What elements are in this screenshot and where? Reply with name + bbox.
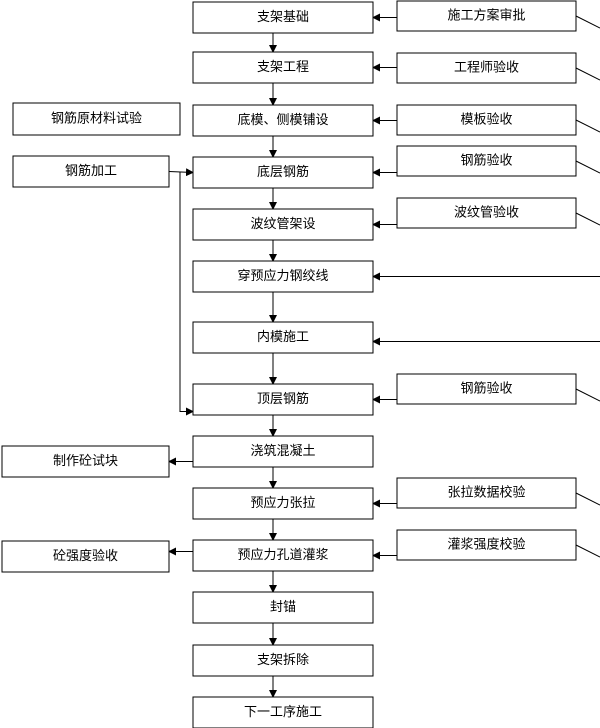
check-box-7-label: 张拉数据校验 <box>447 485 525 501</box>
rebar-process-arrow <box>168 168 194 177</box>
main-step-12-label: 封锚 <box>270 600 296 615</box>
check-box-1: 施工方案审批 <box>396 0 577 32</box>
main-step-5: 波纹管架设 <box>192 208 374 241</box>
main-step-10: 预应力张拉 <box>192 487 374 520</box>
left-box-3-frame <box>1 445 170 478</box>
check-tail-2 <box>575 67 600 81</box>
check-box-7: 张拉数据校验 <box>396 477 577 509</box>
check-tail-8 <box>575 544 600 558</box>
main-step-2-label: 支架工程 <box>257 60 309 75</box>
check-box-5-label: 波纹管验收 <box>454 205 519 221</box>
check-box-8-frame <box>396 529 577 561</box>
check-box-6: 钢筋验收 <box>396 373 577 405</box>
check-box-5: 波纹管验收 <box>396 197 577 229</box>
main-step-3-frame <box>192 104 374 137</box>
main-step-11-frame <box>192 539 374 572</box>
check-box-6-frame <box>396 373 577 405</box>
check-tail-7 <box>575 492 600 506</box>
main-step-13: 支架拆除 <box>192 644 374 677</box>
main-step-9-label: 浇筑混凝土 <box>250 443 315 459</box>
main-step-12: 封锚 <box>192 591 374 624</box>
check-box-3-frame <box>396 104 577 136</box>
check-box-4-label: 钢筋验收 <box>460 153 512 169</box>
main-step-5-frame <box>192 208 374 241</box>
left-box-4-frame <box>1 540 170 573</box>
check-box-1-label: 施工方案审批 <box>447 8 525 24</box>
main-step-4-label: 底层钢筋 <box>257 164 309 180</box>
main-step-12-frame <box>192 591 374 624</box>
main-step-13-label: 支架拆除 <box>257 653 309 668</box>
main-step-4-frame <box>192 156 374 189</box>
check-box-6-label: 钢筋验收 <box>460 381 512 397</box>
main-step-7-label: 内模施工 <box>257 329 309 345</box>
main-step-10-frame <box>192 487 374 520</box>
left-box-4-label: 砼强度验收 <box>53 548 118 564</box>
main-step-1: 支架基础 <box>192 1 374 34</box>
rebar-branch-arrow <box>179 171 194 416</box>
main-step-10-label: 预应力张拉 <box>250 495 315 511</box>
left-box-4: 砼强度验收 <box>1 540 170 573</box>
left-box-1-label: 钢筋原材料试验 <box>51 111 142 127</box>
flowchart-boxes: 支架基础支架工程底模、侧模铺设底层钢筋波纹管架设穿预应力钢绞线内模施工顶层钢筋浇… <box>1 0 577 728</box>
check-tail-5 <box>575 212 600 226</box>
main-step-11-label: 预应力孔道灌浆 <box>237 547 328 563</box>
main-step-14-frame <box>192 696 374 728</box>
left-box-2: 钢筋加工 <box>12 155 170 188</box>
main-step-2-frame <box>192 51 374 84</box>
check-box-2-frame <box>396 52 577 84</box>
check-box-5-frame <box>396 197 577 229</box>
main-step-14: 下一工序施工 <box>192 696 374 728</box>
check-box-7-frame <box>396 477 577 509</box>
main-step-5-label: 波纹管架设 <box>250 217 315 232</box>
check-box-8: 灌浆强度校验 <box>396 529 577 561</box>
main-step-13-frame <box>192 644 374 677</box>
main-step-4: 底层钢筋 <box>192 156 374 189</box>
main-step-3-label: 底模、侧模铺设 <box>237 112 328 128</box>
main-step-6: 穿预应力钢绞线 <box>192 260 374 293</box>
main-step-8-label: 顶层钢筋 <box>257 391 309 407</box>
check-box-8-label: 灌浆强度校验 <box>447 537 525 553</box>
check-box-3-label: 模板验收 <box>460 112 512 128</box>
main-step-6-frame <box>192 260 374 293</box>
main-step-2: 支架工程 <box>192 51 374 84</box>
main-step-14-label: 下一工序施工 <box>244 705 322 720</box>
main-step-6-label: 穿预应力钢绞线 <box>237 268 328 284</box>
check-box-4: 钢筋验收 <box>396 145 577 177</box>
check-box-4-frame <box>396 145 577 177</box>
main-step-11: 预应力孔道灌浆 <box>192 539 374 572</box>
left-box-1-frame <box>12 102 181 136</box>
main-step-7-frame <box>192 321 374 354</box>
left-box-2-frame <box>12 155 170 188</box>
left-box-3: 制作砼试块 <box>1 445 170 478</box>
check-box-2: 工程师验收 <box>396 52 577 84</box>
main-step-3: 底模、侧模铺设 <box>192 104 374 137</box>
check-box-2-label: 工程师验收 <box>454 60 519 76</box>
check-box-1-frame <box>396 0 577 32</box>
main-step-9-frame <box>192 435 374 468</box>
left-box-3-label: 制作砼试块 <box>53 454 118 469</box>
main-step-9: 浇筑混凝土 <box>192 435 374 468</box>
check-tail-4 <box>575 160 600 174</box>
main-step-8: 顶层钢筋 <box>192 383 374 416</box>
main-step-1-frame <box>192 1 374 34</box>
check-tail-3 <box>575 119 600 133</box>
check-tail-1 <box>575 15 600 29</box>
connector-lines <box>168 13 600 698</box>
main-step-1-label: 支架基础 <box>257 10 309 25</box>
check-box-3: 模板验收 <box>396 104 577 136</box>
left-box-2-label: 钢筋加工 <box>65 163 117 179</box>
left-box-1: 钢筋原材料试验 <box>12 102 181 136</box>
main-step-7: 内模施工 <box>192 321 374 354</box>
main-step-8-frame <box>192 383 374 416</box>
check-tail-6 <box>575 388 600 402</box>
